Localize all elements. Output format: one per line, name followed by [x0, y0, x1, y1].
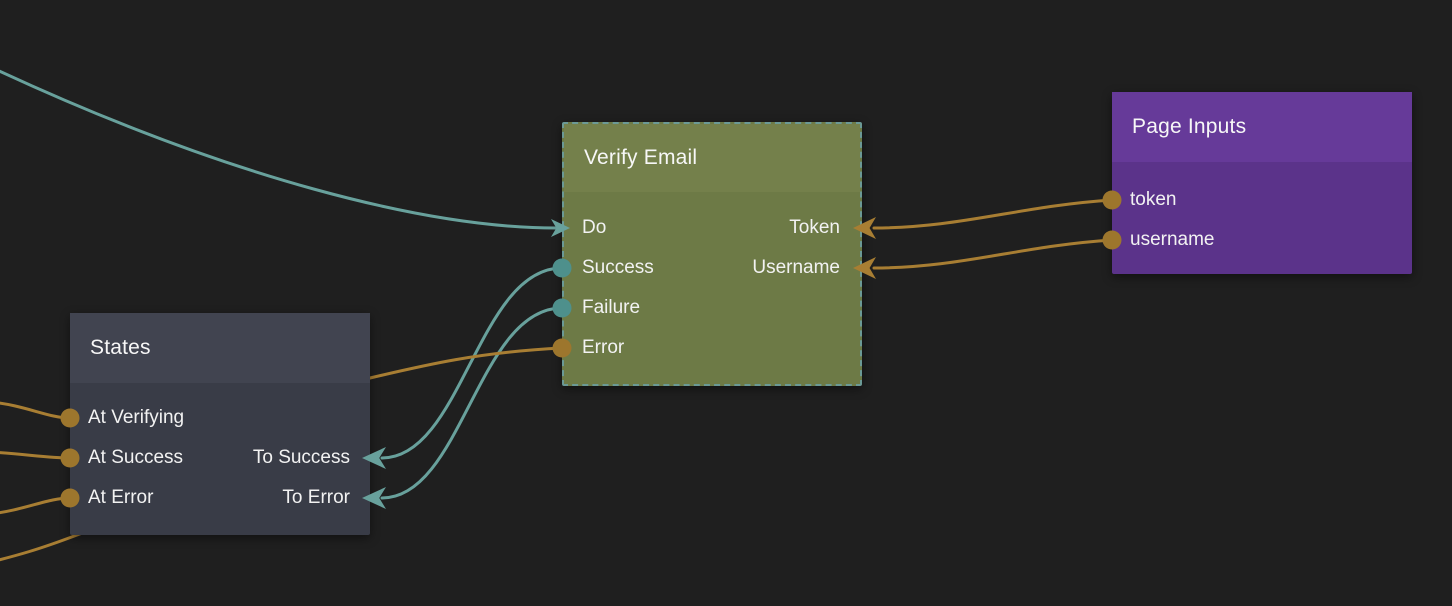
port-marker-at-verifying[interactable]: [60, 408, 80, 428]
port-label-at-verifying[interactable]: At Verifying: [88, 407, 185, 428]
arrow-do-icon[interactable]: [551, 219, 570, 237]
node-title: Page Inputs: [1132, 115, 1247, 138]
port-label-username-in[interactable]: Username: [752, 257, 840, 278]
arrow-token-icon[interactable]: [853, 217, 876, 239]
node-header-states[interactable]: States: [70, 313, 370, 383]
wire-username-to-username[interactable]: [872, 238, 1114, 270]
node-header-page-inputs[interactable]: Page Inputs: [1112, 92, 1412, 162]
port-marker-username[interactable]: [1102, 230, 1122, 250]
port-label-at-error[interactable]: At Error: [88, 487, 154, 508]
port-label-token-in[interactable]: Token: [789, 217, 840, 238]
port-marker-token[interactable]: [1102, 190, 1122, 210]
arrow-to-success-icon[interactable]: [362, 447, 386, 469]
port-marker-success[interactable]: [552, 258, 572, 278]
wire-failure-to-error[interactable]: [380, 306, 564, 500]
port-label-username[interactable]: username: [1130, 229, 1215, 250]
port-label-at-success[interactable]: At Success: [88, 447, 184, 468]
arrow-to-error-icon[interactable]: [362, 487, 386, 509]
port-label-token[interactable]: token: [1130, 189, 1177, 210]
port-label-success[interactable]: Success: [582, 257, 654, 278]
port-marker-at-success[interactable]: [60, 448, 80, 468]
port-label-error[interactable]: Error: [582, 337, 625, 358]
port-marker-at-error[interactable]: [60, 488, 80, 508]
node-title: Verify Email: [584, 146, 698, 169]
wire-token-to-token[interactable]: [872, 198, 1114, 230]
node-header-verify-email[interactable]: Verify Email: [564, 124, 860, 192]
port-label-to-success[interactable]: To Success: [252, 447, 350, 468]
node-states[interactable]: States At Verifying At Success At Error To S…: [70, 313, 370, 535]
wire-success-to-success[interactable]: [380, 266, 564, 460]
port-label-failure[interactable]: Failure: [582, 297, 641, 318]
port-label-to-error[interactable]: To Error: [282, 487, 350, 508]
wire-in-to-do[interactable]: [0, 62, 558, 230]
arrow-username-icon[interactable]: [853, 257, 876, 279]
port-marker-failure[interactable]: [552, 298, 572, 318]
port-marker-error[interactable]: [552, 338, 572, 358]
node-page-inputs[interactable]: Page Inputs token username: [1112, 92, 1412, 274]
node-title: States: [90, 336, 151, 359]
port-label-do[interactable]: Do: [582, 217, 607, 238]
